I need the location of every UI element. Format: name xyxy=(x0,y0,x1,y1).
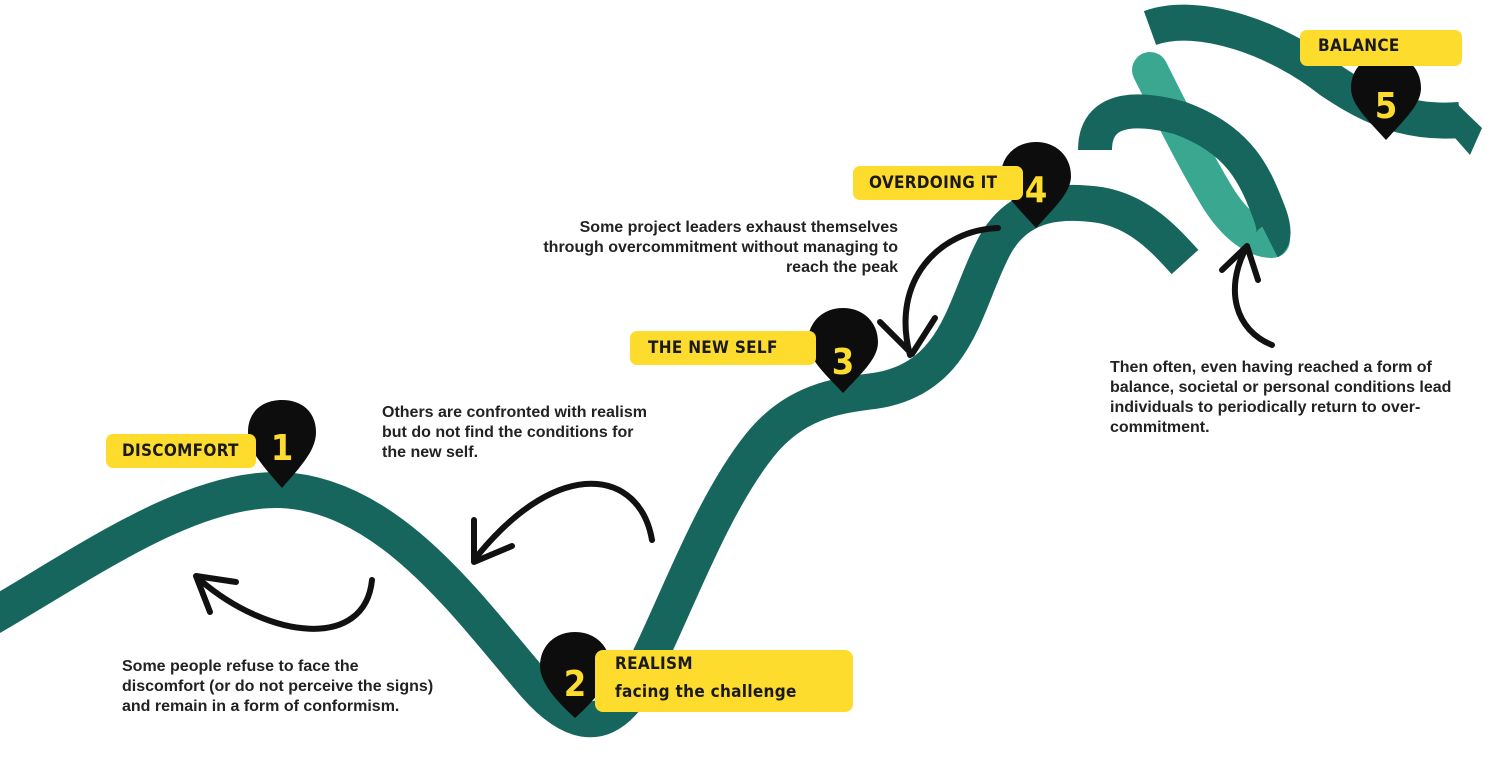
pin-3-icon: 3 xyxy=(808,308,878,393)
pin-4-number: 4 xyxy=(1025,170,1048,211)
stage-label-discomfort: DISCOMFORT xyxy=(106,434,256,468)
stage-2-label: REALISM xyxy=(615,654,693,674)
pin-1-icon: 1 xyxy=(248,400,316,488)
stage-2-sublabel: facing the challenge xyxy=(615,682,797,702)
pin-2-number: 2 xyxy=(564,664,587,705)
note-realism: Others are confronted with realism but d… xyxy=(382,404,647,461)
stage-label-overdoing: OVERDOING IT xyxy=(853,166,1023,200)
main-road xyxy=(0,184,1199,738)
pin-2-icon: 2 xyxy=(540,632,610,718)
arrow-conformism xyxy=(197,577,375,632)
stage-4-label: OVERDOING IT xyxy=(869,173,998,193)
pin-1-number: 1 xyxy=(271,428,294,469)
stage-label-realism: REALISM facing the challenge xyxy=(595,650,853,712)
note-overcommitment: Some project leaders exhaust themselves … xyxy=(543,219,898,276)
arrow-relapse xyxy=(1231,247,1275,348)
stage-5-label: BALANCE xyxy=(1318,36,1400,56)
arrow-overcommitment xyxy=(902,225,1001,358)
pin-5-number: 5 xyxy=(1375,86,1398,127)
note-conformism: Some people refuse to face the discomfor… xyxy=(122,658,434,715)
arrow-realism-head xyxy=(471,517,515,565)
stage-label-balance: BALANCE xyxy=(1300,30,1462,66)
stage-3-label: THE NEW SELF xyxy=(648,338,778,358)
road-end-arrow xyxy=(1455,102,1482,155)
spiral-lap-middle xyxy=(1078,94,1291,258)
pin-3-number: 3 xyxy=(832,342,855,383)
note-relapse: Then often, even having reached a form o… xyxy=(1110,359,1452,436)
pin-4-icon: 4 xyxy=(1001,142,1071,228)
arrow-relapse-head xyxy=(1219,243,1261,283)
stage-label-new-self: THE NEW SELF xyxy=(630,331,816,365)
pin-5-icon: 5 xyxy=(1351,54,1421,140)
arrow-realism xyxy=(475,480,655,558)
arrow-overcommitment-head xyxy=(877,315,938,357)
arrow-conformism-head xyxy=(193,573,239,615)
arrows xyxy=(193,225,1275,632)
stage-1-label: DISCOMFORT xyxy=(122,441,239,461)
